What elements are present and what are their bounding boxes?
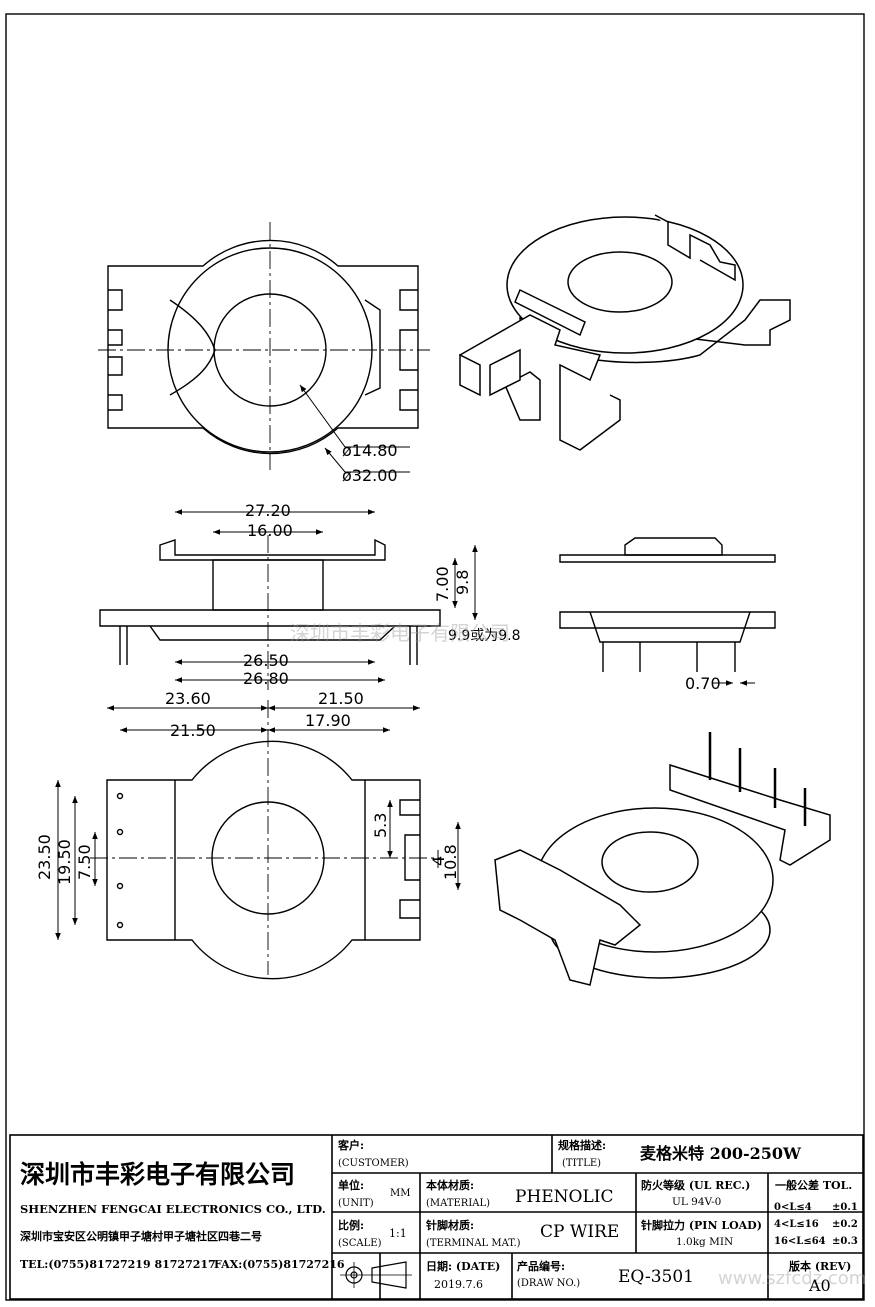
- tol-range-2: 4<L≤16: [774, 1219, 819, 1230]
- scale-value: 1:1: [389, 1227, 407, 1240]
- rev-value: A0: [809, 1276, 831, 1295]
- date-value: 2019.7.6: [434, 1278, 483, 1291]
- dim-left-inner: 21.50: [170, 721, 216, 740]
- dim-base-total-width: 26.80: [243, 669, 289, 688]
- company-tel: TEL:(0755)81727219 81727217: [20, 1258, 216, 1271]
- company-name-en: SHENZHEN FENGCAI ELECTRONICS CO., LTD.: [20, 1202, 326, 1216]
- dim-right-slot: 5.3: [371, 813, 390, 838]
- scale-label: 比例:: [338, 1219, 365, 1232]
- tol-value-3: ±0.3: [832, 1236, 858, 1247]
- dim-flange-width: 27.20: [245, 501, 291, 520]
- terminal-value: CP WIRE: [540, 1222, 620, 1242]
- tol-value-1: ±0.1: [832, 1202, 858, 1213]
- pinload-label: 针脚拉力 (PIN LOAD): [641, 1219, 762, 1232]
- drawno-label: 产品编号:: [517, 1260, 566, 1273]
- material-value: PHENOLIC: [515, 1187, 614, 1207]
- dim-core-width: 16.00: [247, 521, 293, 540]
- rev-label: 版本 (REV): [789, 1260, 852, 1273]
- sheet-border: [5, 13, 865, 1301]
- tol-range-1: 0<L≤4: [774, 1202, 812, 1213]
- title-value: 麦格米特 200-250W: [640, 1144, 801, 1163]
- dim-side-outer-pins: 19.50: [55, 839, 74, 885]
- watermark-company: 深圳市丰彩电子有限公司: [290, 621, 510, 645]
- scale-label-en: (SCALE): [338, 1238, 382, 1249]
- company-address: 深圳市宝安区公明镇甲子塘村甲子塘社区四巷二号: [20, 1230, 262, 1243]
- terminal-label: 针脚材质:: [426, 1219, 475, 1232]
- tol-range-3: 16<L≤64: [774, 1236, 826, 1247]
- unit-label: 单位:: [338, 1179, 365, 1192]
- material-label-en: (MATERIAL): [426, 1198, 491, 1209]
- top-view: [98, 222, 430, 473]
- fire-label: 防火等级 (UL REC.): [641, 1179, 751, 1192]
- tol-label: 一般公差 TOL.: [775, 1179, 853, 1192]
- dim-right-half: 21.50: [318, 689, 364, 708]
- dim-total-height: 9.8: [453, 570, 472, 595]
- dim-height-note: 9.9或为9.8: [448, 628, 521, 644]
- company-fax: FAX:(0755)81727216: [214, 1258, 345, 1271]
- side-view: [559, 537, 776, 686]
- title-label: 规格描述:: [558, 1139, 607, 1152]
- watermark-site: www.szfcdz.com: [718, 1268, 867, 1289]
- drawno-value: EQ-3501: [618, 1267, 694, 1287]
- customer-label: 客户:: [338, 1139, 365, 1152]
- iso-view-top: [459, 214, 791, 451]
- terminal-label-en: (TERMINAL MAT.): [426, 1238, 521, 1249]
- dim-hole-diameter: ø14.80: [342, 441, 398, 460]
- date-label: 日期: (DATE): [426, 1260, 501, 1273]
- unit-label-en: (UNIT): [338, 1198, 374, 1209]
- iso-view-bottom: [494, 732, 831, 986]
- title-label-en: (TITLE): [562, 1158, 602, 1169]
- fire-value: UL 94V-0: [672, 1196, 722, 1208]
- dim-right-slot-total: 10.8: [441, 844, 460, 880]
- dim-core-height: 7.00: [433, 566, 452, 602]
- pinload-value: 1.0kg MIN: [676, 1236, 734, 1248]
- dim-pin-width: 0.70: [685, 674, 721, 693]
- dim-right-gap: 4: [429, 856, 448, 866]
- front-view: [99, 509, 478, 690]
- company-name-cn: 深圳市丰彩电子有限公司: [20, 1160, 296, 1189]
- material-label: 本体材质:: [426, 1179, 475, 1192]
- dim-right-inner: 17.90: [305, 711, 351, 730]
- customer-label-en: (CUSTOMER): [338, 1158, 409, 1169]
- title-block-grid: [9, 1134, 864, 1300]
- dim-side-inner-pins: 7.50: [75, 844, 94, 880]
- bottom-view: [55, 700, 461, 980]
- dim-left-half: 23.60: [165, 689, 211, 708]
- dim-base-width: 26.50: [243, 651, 289, 670]
- unit-value: MM: [390, 1188, 411, 1199]
- dim-side-total: 23.50: [35, 834, 54, 880]
- tol-value-2: ±0.2: [832, 1219, 858, 1230]
- dim-outer-diameter: ø32.00: [342, 466, 398, 485]
- drawno-label-en: (DRAW NO.): [517, 1278, 581, 1289]
